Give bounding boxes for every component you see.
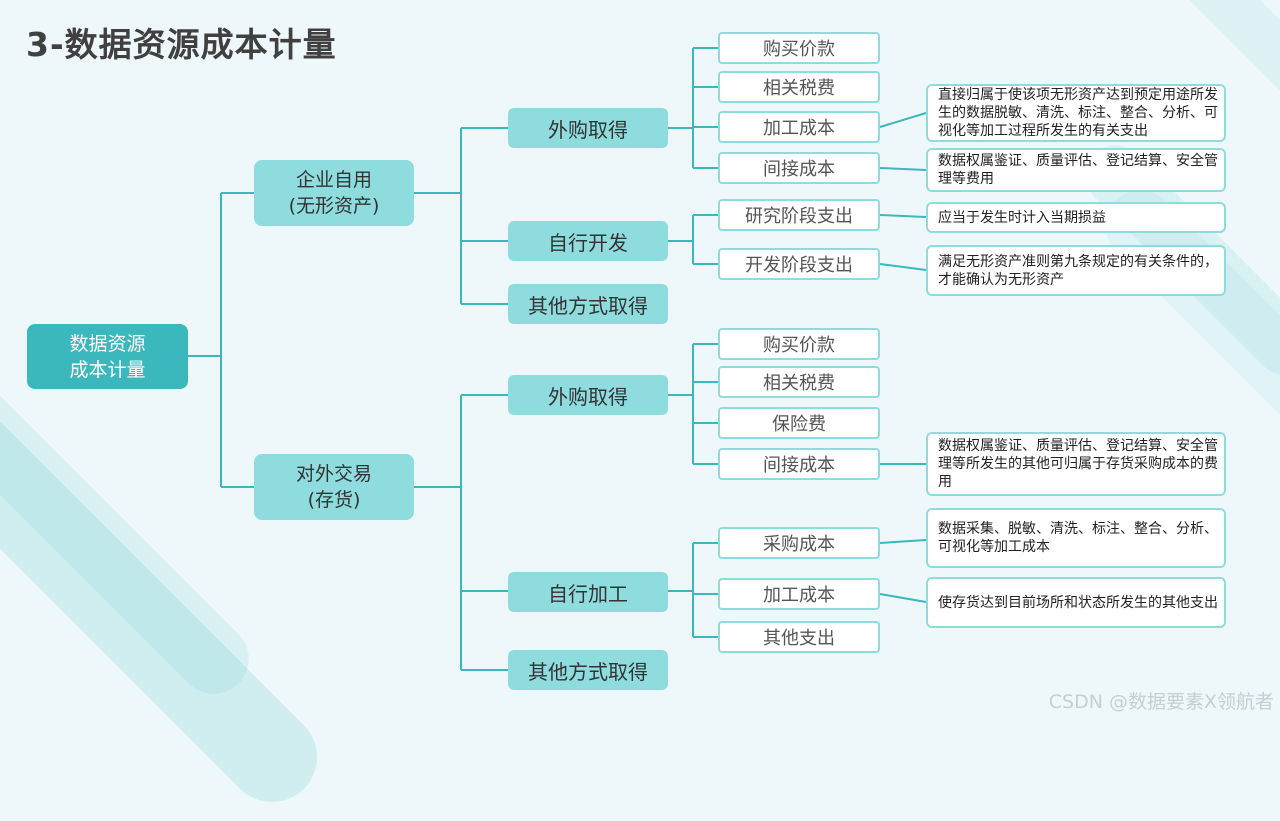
leaf-indirect-cost: 间接成本 [718, 448, 880, 480]
description-box: 使存货达到目前场所和状态所发生的其他支出 [926, 577, 1226, 628]
leaf-processing-cost: 加工成本 [718, 111, 880, 143]
leaf-purchase-price: 购买价款 [718, 32, 880, 64]
root-label-line1: 数据资源 [69, 332, 146, 355]
group-other-acquisition: 其他方式取得 [508, 650, 668, 690]
branch-external-trade: 对外交易 (存货) [254, 454, 414, 520]
leaf-related-taxes: 相关税费 [718, 71, 880, 103]
group-self-processed: 自行加工 [508, 572, 668, 612]
branch-label-line2: (存货) [307, 489, 361, 511]
leaf-procurement-cost: 采购成本 [718, 527, 880, 559]
leaf-development-expense: 开发阶段支出 [718, 248, 880, 280]
description-box: 直接归属于使该项无形资产达到预定用途所发生的数据脱敏、清洗、标注、整合、分析、可… [926, 84, 1226, 142]
root-node: 数据资源 成本计量 [27, 324, 188, 389]
leaf-purchase-price: 购买价款 [718, 328, 880, 360]
watermark: CSDN @数据要素X领航者 [1048, 691, 1274, 713]
branch-label-line2: (无形资产) [288, 195, 380, 217]
description-box: 数据权属鉴证、质量评估、登记结算、安全管理等所发生的其他可归属于存货采购成本的费… [926, 432, 1226, 496]
branch-enterprise-use: 企业自用 (无形资产) [254, 160, 414, 226]
group-purchased: 外购取得 [508, 108, 668, 148]
leaf-processing-cost: 加工成本 [718, 578, 880, 610]
group-other-acquisition: 其他方式取得 [508, 284, 668, 324]
description-box: 数据权属鉴证、质量评估、登记结算、安全管理等费用 [926, 148, 1226, 192]
leaf-indirect-cost: 间接成本 [718, 152, 880, 184]
root-label-line2: 成本计量 [69, 358, 146, 381]
group-purchased: 外购取得 [508, 375, 668, 415]
branch-label-line1: 对外交易 [295, 463, 372, 485]
description-box: 满足无形资产准则第九条规定的有关条件的，才能确认为无形资产 [926, 245, 1226, 296]
connector-lines [188, 47, 927, 671]
leaf-related-taxes: 相关税费 [718, 366, 880, 398]
leaf-other-expenses: 其他支出 [718, 621, 880, 653]
group-self-developed: 自行开发 [508, 221, 668, 261]
description-box: 应当于发生时计入当期损益 [926, 202, 1226, 233]
page-title: 3-数据资源成本计量 [26, 25, 337, 64]
leaf-insurance-fee: 保险费 [718, 407, 880, 439]
branch-label-line1: 企业自用 [295, 169, 372, 191]
description-box: 数据采集、脱敏、清洗、标注、整合、分析、可视化等加工成本 [926, 508, 1226, 568]
leaf-research-expense: 研究阶段支出 [718, 199, 880, 231]
